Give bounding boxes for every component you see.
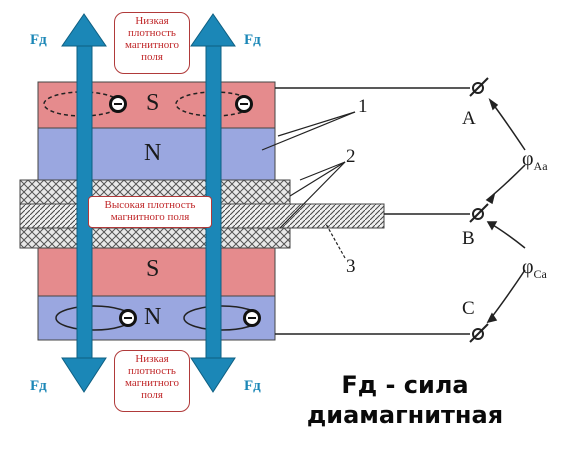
callout-2: 2 [346, 146, 356, 167]
phi-label-ca: φCa [522, 256, 547, 282]
force-label-top-left: Fд [30, 32, 47, 48]
phi-aa-sub: Aa [533, 159, 548, 173]
force-label-top-right: Fд [244, 32, 261, 48]
phi-ca-sub: Ca [533, 267, 547, 281]
terminal-b-node [472, 208, 484, 220]
pole-label-bottom-n: N [144, 304, 162, 330]
terminal-a-node [472, 82, 484, 94]
caption-line-2: диамагнитная [306, 401, 504, 429]
electron-bottom-left [119, 309, 137, 327]
wires [275, 87, 470, 335]
terminal-label-c: C [462, 298, 475, 319]
phi-ca-symbol: φ [522, 256, 534, 278]
terminal-label-a: A [462, 108, 476, 129]
electron-bottom-right [243, 309, 261, 327]
terminal-label-b: B [462, 228, 475, 249]
insulation-bottom [19, 227, 291, 249]
rod-left-arrow-bottom [61, 357, 107, 393]
note-high-density: Высокая плотность магнитного поля [88, 196, 212, 228]
force-label-bottom-left: Fд [30, 378, 47, 394]
callout-3: 3 [346, 256, 356, 277]
phi-aa-symbol: φ [522, 148, 534, 170]
note-low-density-bottom: Низкая плотность магнитного поля [114, 350, 190, 412]
rods [61, 13, 236, 393]
caption: Fд - сила диамагнитная [300, 370, 510, 430]
rod-right-arrow-top [190, 13, 236, 47]
note-low-density-top: Низкая плотность магнитного поля [114, 12, 190, 74]
pole-label-top-s: S [146, 90, 160, 116]
terminal-c-node [472, 328, 484, 340]
rod-right-arrow-bottom [190, 357, 236, 393]
force-label-bottom-right: Fд [244, 378, 261, 394]
caption-line-1: Fд - сила [341, 371, 469, 399]
pole-label-bottom-s: S [146, 256, 160, 282]
callout-lines [261, 111, 356, 259]
phi-arrows [485, 98, 526, 324]
callout-1: 1 [358, 96, 368, 117]
pole-label-top-n: N [144, 140, 162, 166]
electron-top-right [235, 95, 253, 113]
phi-label-aa: φAa [522, 148, 548, 174]
electrons [109, 95, 261, 327]
rod-left-arrow-top [61, 13, 107, 47]
electron-top-left [109, 95, 127, 113]
terminal-marks [469, 77, 489, 343]
